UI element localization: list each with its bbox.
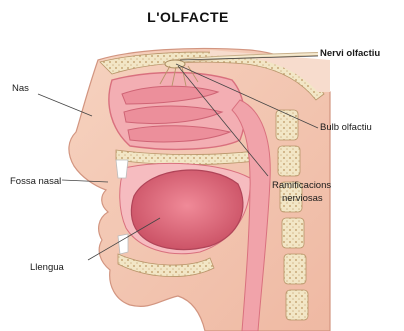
label-nose: Nas bbox=[12, 83, 29, 94]
label-olfactory-bulb: Bulb olfactiu bbox=[320, 122, 372, 133]
label-tongue: Llengua bbox=[30, 262, 64, 273]
label-olfactory-nerve: Nervi olfactiu bbox=[320, 48, 380, 59]
label-nasal-cavity: Fossa nasal bbox=[10, 176, 61, 187]
upper-teeth bbox=[116, 160, 128, 178]
label-nerve-branches-line1: Ramificacions bbox=[272, 180, 331, 191]
label-nerve-branches-line2: nerviosas bbox=[282, 193, 323, 204]
diagram-title: L'OLFACTE bbox=[128, 9, 248, 25]
lower-teeth bbox=[118, 234, 128, 254]
tongue-shape bbox=[131, 170, 243, 249]
